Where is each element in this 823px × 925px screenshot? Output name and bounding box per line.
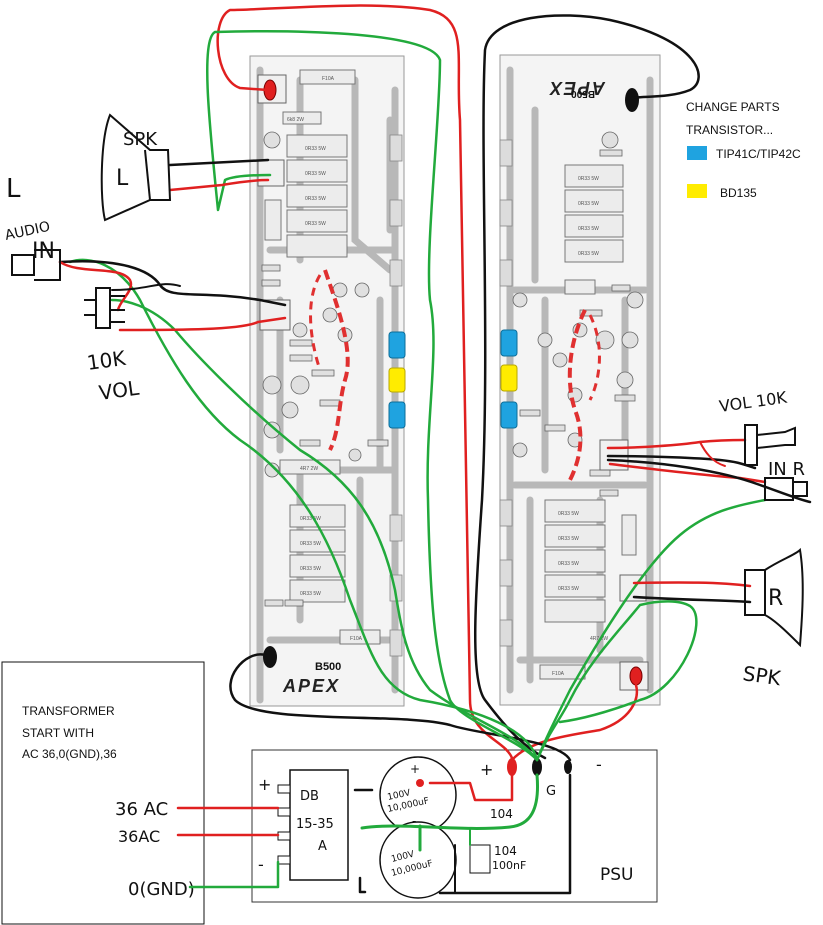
left-fuse-top-label: F10A [322, 76, 335, 82]
legend-yellow-swatch [687, 184, 707, 198]
right-res-label-3: 0R33 5W [578, 226, 599, 232]
left-res-4r7-label: 4R7 2W [300, 466, 318, 472]
in-label: IN [32, 239, 55, 264]
left-audio-jack [11, 249, 61, 281]
right-res-label-8: 0R33 5W [558, 586, 579, 592]
transformer-note-line2: START WITH [22, 726, 94, 740]
left-res-6k8-label: 6k8 2W [287, 117, 304, 123]
legend-blue-swatch [687, 146, 707, 160]
left-volume-pot [84, 287, 125, 329]
right-tip-transistor-bottom [500, 401, 518, 429]
transformer-note-box [1, 661, 205, 925]
left-speaker-box-label: L [116, 166, 129, 191]
legend-title-line2: TRANSISTOR... [686, 123, 773, 137]
gnd-input-label: 0(GND) [128, 879, 195, 900]
right-bd135-transistor [500, 364, 518, 392]
bridge-label-3: A [318, 839, 327, 854]
bridge-rectifier [289, 769, 349, 881]
left-vol-label-1: 10K [85, 346, 127, 375]
left-res-label-7: 0R33 5W [300, 566, 321, 572]
left-res-label-5: 0R33 5W [300, 516, 321, 522]
transformer-note-line1: TRANSFORMER [22, 704, 115, 718]
right-amplifier-board: 0R33 5W 0R33 5W 0R33 5W 0R33 5W 0R33 5W … [499, 54, 661, 706]
right-board-ground-terminal [625, 88, 639, 112]
right-speaker-box-label: R [768, 586, 783, 611]
right-audio-jack [764, 477, 808, 501]
right-tip-transistor-top [500, 329, 518, 357]
left-fuse-bottom-label: F10A [350, 636, 363, 642]
right-volume-pot [744, 424, 796, 466]
legend-title-line1: CHANGE PARTS [686, 100, 780, 114]
tiny-cap-label: 104 [490, 807, 513, 821]
legend-yellow-label: BD135 [720, 186, 757, 200]
wires [58, 4, 812, 895]
left-speaker-label: SPK [123, 129, 158, 150]
small-cap-value-1: 104 [494, 844, 517, 858]
left-bd135-transistor [388, 367, 406, 393]
left-board-model: B500 [315, 661, 341, 673]
ac-input-label-2: 36AC [118, 827, 160, 846]
ac-input-label-1: 36 AC [115, 799, 168, 820]
left-res-label-6: 0R33 5W [300, 541, 321, 547]
left-tip-transistor-bottom [388, 401, 406, 429]
psu-out-plus: + [480, 760, 493, 779]
left-res-label-2: 0R33 5W [305, 171, 326, 177]
right-res-label-7: 0R33 5W [558, 561, 579, 567]
right-res-label-6: 0R33 5W [558, 536, 579, 542]
bridge-label-2: 15-35 [296, 817, 334, 832]
left-speaker [100, 113, 172, 222]
legend-blue-label: TIP41C/TIP42C [716, 147, 801, 161]
right-res-label-1: 0R33 5W [578, 176, 599, 182]
left-res-label-3: 0R33 5W [305, 196, 326, 202]
left-board-ground-terminal [263, 646, 277, 668]
right-board-positive-terminal [629, 666, 643, 686]
left-vol-label-2: VOL [97, 375, 141, 404]
transformer-note-line3: AC 36,0(GND),36 [22, 747, 117, 761]
left-res-label-4: 0R33 5W [305, 221, 326, 227]
right-vol-label: VOL 10K [718, 388, 789, 416]
psu-out-gnd: G [546, 784, 556, 799]
psu-plus-label: + [258, 775, 271, 794]
psu-label: PSU [600, 865, 634, 885]
left-board-brand: APEX [282, 676, 340, 696]
cap-top-minus: - [412, 814, 416, 828]
small-capacitor [469, 844, 491, 874]
small-cap-value-2: 100nF [492, 859, 526, 872]
right-res-label-5: 0R33 5W [558, 511, 579, 517]
left-amplifier-board: 0R33 5W 0R33 5W 0R33 5W 0R33 5W 0R33 5W … [249, 55, 406, 707]
left-res-label-1: 0R33 5W [305, 146, 326, 152]
right-fuse-bottom-label: F10A [552, 671, 565, 677]
left-tip-transistor-top [388, 331, 406, 359]
right-res-label-2: 0R33 5W [578, 201, 599, 207]
right-res-label-4: 0R33 5W [578, 251, 599, 257]
cap-top-plus: + [410, 762, 420, 776]
right-board-brand: APEX [548, 78, 606, 98]
right-speaker-label: SPK [741, 661, 783, 690]
psu-minus-label: - [258, 855, 264, 874]
left-channel-label: L [6, 174, 21, 204]
psu-out-minus: - [596, 755, 602, 774]
right-board-model: B500 [571, 88, 595, 99]
legend: CHANGE PARTS TRANSISTOR... TIP41C/TIP42C… [686, 100, 801, 200]
right-speaker [744, 547, 804, 648]
cap-top-voltage: 100V [387, 788, 413, 803]
right-in-label: IN R [768, 459, 805, 480]
left-res-label-8: 0R33 5W [300, 591, 321, 597]
bridge-label-1: DB [300, 789, 319, 804]
